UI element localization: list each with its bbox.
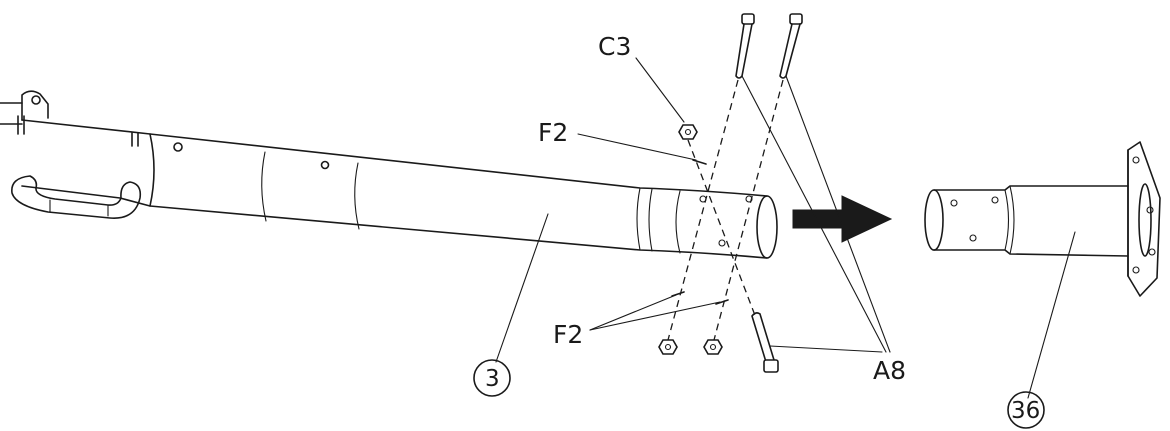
bolt-a8-top-right — [779, 13, 803, 79]
svg-text:3: 3 — [485, 366, 500, 392]
svg-text:F2: F2 — [553, 320, 583, 349]
arrow-right-icon — [792, 195, 893, 243]
label-part-36: 36 — [1007, 391, 1045, 429]
mount-sleeve-part-36 — [924, 141, 1161, 297]
nut-c3 — [678, 124, 698, 140]
label-c3: C3 — [598, 32, 631, 61]
tube-handle — [11, 175, 142, 219]
bolt-a8-top-left — [735, 13, 755, 79]
washer-f2-top — [692, 159, 707, 165]
tube-end-bracket — [0, 90, 49, 135]
alignment-lines — [667, 79, 784, 341]
label-part-3: 3 — [473, 359, 511, 397]
washer-f2-bottom-right — [715, 299, 729, 305]
svg-text:F2: F2 — [538, 118, 568, 147]
label-f2-bottom: F2 — [553, 320, 583, 349]
label-f2-top: F2 — [538, 118, 568, 147]
nut-bottom-right — [703, 339, 723, 355]
main-tube-part-3 — [0, 90, 778, 259]
svg-text:36: 36 — [1011, 398, 1040, 424]
svg-text:C3: C3 — [598, 32, 631, 61]
svg-text:A8: A8 — [873, 356, 906, 385]
leader-lines — [495, 57, 1076, 399]
nut-bottom-left — [658, 339, 678, 355]
bolt-a8-bottom — [751, 312, 779, 373]
label-a8: A8 — [873, 356, 906, 385]
